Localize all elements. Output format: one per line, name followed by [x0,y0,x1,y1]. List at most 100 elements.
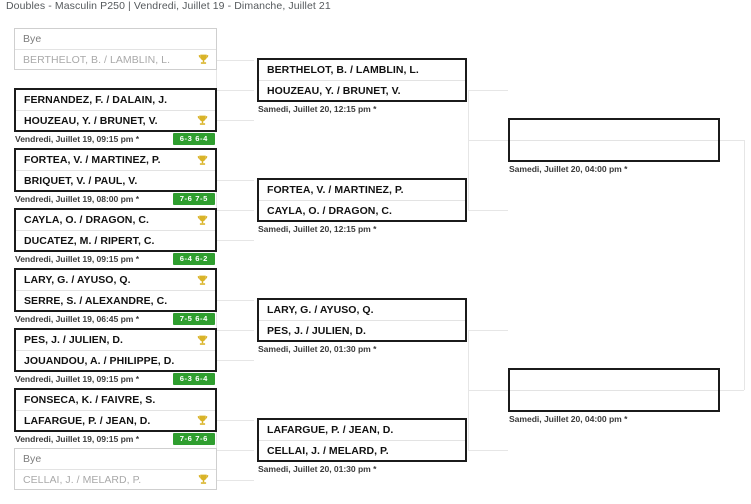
match-r3-m1[interactable]: Samedi, Juillet 20, 04:00 pm * [508,118,720,176]
team-slot[interactable]: CAYLA, O. / DRAGON, C. [16,210,215,230]
match-box[interactable] [508,118,720,162]
team-name: CELLAI, J. / MELARD, P. [23,473,142,486]
team-name: LARY, G. / AYUSO, Q. [267,304,374,316]
score-badge: 7-6 7-6 [172,433,215,445]
match-box[interactable]: FERNANDEZ, F. / DALAIN, J. HOUZEAU, Y. /… [14,88,217,132]
team-slot[interactable]: PES, J. / JULIEN, D. [16,330,215,350]
match-r1-m1[interactable]: Bye BERTHELOT, B. / LAMBLIN, L. [14,28,217,84]
match-box[interactable] [508,368,720,412]
connector-line [216,330,254,331]
connector-line [216,360,254,361]
team-name: CAYLA, O. / DRAGON, C. [24,214,149,226]
match-box[interactable]: FORTEA, V. / MARTINEZ, P. BRIQUET, V. / … [14,148,217,192]
team-slot[interactable] [510,390,718,410]
team-slot[interactable]: CELLAI, J. / MELARD, P. [259,440,465,460]
team-slot[interactable]: LAFARGUE, P. / JEAN, D. [16,410,215,430]
team-slot[interactable]: LARY, G. / AYUSO, Q. [16,270,215,290]
team-name: JOUANDOU, A. / PHILIPPE, D. [24,354,175,367]
score-badge: 6-4 6-2 [172,253,215,265]
connector-line [216,480,254,481]
trophy-icon [196,214,209,227]
team-slot[interactable]: BERTHELOT, B. / LAMBLIN, L. [15,49,216,69]
match-date: Vendredi, Juillet 19, 08:00 pm * [15,194,140,204]
match-footer [14,490,217,504]
team-slot[interactable]: DUCATEZ, M. / RIPERT, C. [16,230,215,250]
team-slot[interactable]: PES, J. / JULIEN, D. [259,320,465,340]
match-r1-m8[interactable]: Bye CELLAI, J. / MELARD, P. [14,448,217,504]
match-date: Samedi, Juillet 20, 12:15 pm * [258,224,377,234]
match-box[interactable]: FORTEA, V. / MARTINEZ, P. CAYLA, O. / DR… [257,178,467,222]
team-slot[interactable]: Bye [15,29,216,49]
match-r2-m2[interactable]: FORTEA, V. / MARTINEZ, P. CAYLA, O. / DR… [257,178,467,236]
match-date: Samedi, Juillet 20, 12:15 pm * [258,104,377,114]
team-slot[interactable]: FORTEA, V. / MARTINEZ, P. [16,150,215,170]
match-r1-m3[interactable]: FORTEA, V. / MARTINEZ, P. BRIQUET, V. / … [14,148,217,206]
connector-line [468,390,508,391]
team-slot[interactable]: LARY, G. / AYUSO, Q. [259,300,465,320]
connector-line [720,390,744,391]
match-box[interactable]: LAFARGUE, P. / JEAN, D. CELLAI, J. / MEL… [257,418,467,462]
team-slot[interactable]: FERNANDEZ, F. / DALAIN, J. [16,90,215,110]
match-footer: Vendredi, Juillet 19, 09:15 pm * 6-3 6-4 [14,372,217,386]
match-box[interactable]: LARY, G. / AYUSO, Q. SERRE, S. / ALEXAND… [14,268,217,312]
team-name: HOUZEAU, Y. / BRUNET, V. [267,84,401,97]
connector-line [216,120,254,121]
match-box[interactable]: CAYLA, O. / DRAGON, C. DUCATEZ, M. / RIP… [14,208,217,252]
page-title: Doubles - Masculin P250 | Vendredi, Juil… [6,0,331,12]
team-slot[interactable]: HOUZEAU, Y. / BRUNET, V. [16,110,215,130]
team-slot[interactable]: FONSECA, K. / FAIVRE, S. [16,390,215,410]
trophy-icon [196,414,209,427]
match-box[interactable]: Bye CELLAI, J. / MELARD, P. [14,448,217,490]
team-slot[interactable]: JOUANDOU, A. / PHILIPPE, D. [16,350,215,370]
match-r1-m2[interactable]: FERNANDEZ, F. / DALAIN, J. HOUZEAU, Y. /… [14,88,217,146]
team-slot[interactable]: LAFARGUE, P. / JEAN, D. [259,420,465,440]
team-name: LAFARGUE, P. / JEAN, D. [24,414,151,427]
match-footer: Samedi, Juillet 20, 12:15 pm * [257,102,467,116]
team-name: FERNANDEZ, F. / DALAIN, J. [24,94,168,106]
team-name: Bye [23,453,42,465]
trophy-icon [197,473,210,486]
team-slot[interactable]: FORTEA, V. / MARTINEZ, P. [259,180,465,200]
connector-line [216,420,254,421]
match-footer: Vendredi, Juillet 19, 09:15 pm * 6-3 6-4 [14,132,217,146]
team-slot[interactable]: CELLAI, J. / MELARD, P. [15,469,216,489]
match-box[interactable]: Bye BERTHELOT, B. / LAMBLIN, L. [14,28,217,70]
match-r1-m6[interactable]: PES, J. / JULIEN, D. JOUANDOU, A. / PHIL… [14,328,217,386]
team-slot[interactable]: BERTHELOT, B. / LAMBLIN, L. [259,60,465,80]
match-r1-m7[interactable]: FONSECA, K. / FAIVRE, S. LAFARGUE, P. / … [14,388,217,446]
match-r1-m5[interactable]: LARY, G. / AYUSO, Q. SERRE, S. / ALEXAND… [14,268,217,326]
match-box[interactable]: BERTHELOT, B. / LAMBLIN, L. HOUZEAU, Y. … [257,58,467,102]
score-badge: 7-6 7-5 [172,193,215,205]
team-slot[interactable] [510,370,718,390]
match-footer: Vendredi, Juillet 19, 06:45 pm * 7-5 6-4 [14,312,217,326]
match-r2-m3[interactable]: LARY, G. / AYUSO, Q. PES, J. / JULIEN, D… [257,298,467,356]
team-slot[interactable]: HOUZEAU, Y. / BRUNET, V. [259,80,465,100]
match-r2-m1[interactable]: BERTHELOT, B. / LAMBLIN, L. HOUZEAU, Y. … [257,58,467,116]
match-box[interactable]: FONSECA, K. / FAIVRE, S. LAFARGUE, P. / … [14,388,217,432]
connector-line [216,90,254,91]
team-slot[interactable]: BRIQUET, V. / PAUL, V. [16,170,215,190]
team-slot[interactable]: SERRE, S. / ALEXANDRE, C. [16,290,215,310]
team-slot[interactable] [510,140,718,160]
team-name: FONSECA, K. / FAIVRE, S. [24,394,156,406]
match-r3-m2[interactable]: Samedi, Juillet 20, 04:00 pm * [508,368,720,426]
connector-line [216,60,254,61]
connector-line [216,450,254,451]
match-footer: Samedi, Juillet 20, 12:15 pm * [257,222,467,236]
score-badge: 6-3 6-4 [172,373,215,385]
match-footer: Samedi, Juillet 20, 04:00 pm * [508,162,720,176]
match-r1-m4[interactable]: CAYLA, O. / DRAGON, C. DUCATEZ, M. / RIP… [14,208,217,266]
team-slot[interactable]: Bye [15,449,216,469]
match-box[interactable]: LARY, G. / AYUSO, Q. PES, J. / JULIEN, D… [257,298,467,342]
trophy-icon [196,334,209,347]
team-name: LAFARGUE, P. / JEAN, D. [267,424,394,436]
match-footer [14,70,217,84]
match-date: Samedi, Juillet 20, 01:30 pm * [258,344,377,354]
team-slot[interactable] [510,120,718,140]
team-slot[interactable]: CAYLA, O. / DRAGON, C. [259,200,465,220]
trophy-icon [196,274,209,287]
connector-line [216,240,254,241]
match-r2-m4[interactable]: LAFARGUE, P. / JEAN, D. CELLAI, J. / MEL… [257,418,467,476]
match-box[interactable]: PES, J. / JULIEN, D. JOUANDOU, A. / PHIL… [14,328,217,372]
match-date: Samedi, Juillet 20, 04:00 pm * [509,164,628,174]
